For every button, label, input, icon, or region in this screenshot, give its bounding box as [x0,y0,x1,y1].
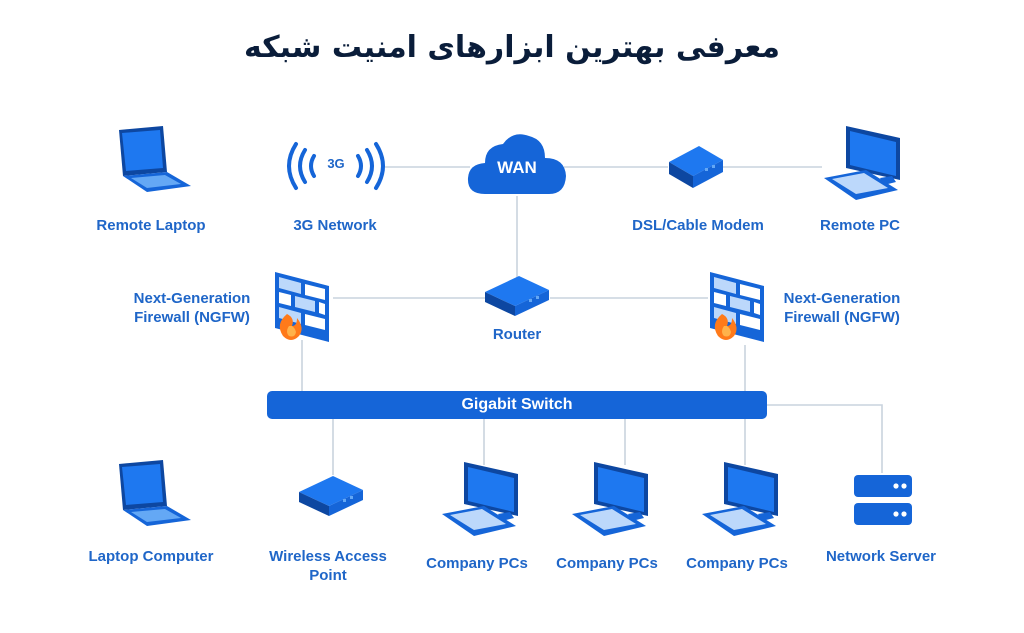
firewall-left-label-line1: Next-Generation [133,290,251,307]
company-pcs-2-label: Company PCs [556,555,658,572]
firewall-right-label: Next-Generation Firewall (NGFW) [784,289,901,327]
wireless-ap-label-line2: Point [309,567,347,584]
remote-pc-label: Remote PC [819,217,901,234]
laptop-icon [119,126,191,192]
firewall-left-label: Next-Generation Firewall (NGFW) [134,289,251,327]
3g-network-label: 3G Network [293,217,377,234]
gigabit-switch: Gigabit Switch [267,391,767,419]
laptop-icon [119,460,191,526]
firewall-right-label-line2: Firewall (NGFW) [784,309,900,326]
3g-badge: 3G [327,156,345,171]
switch-label: Gigabit Switch [461,396,573,413]
wan-label: WAN [497,158,537,177]
firewall-icon [710,272,764,342]
desktop-pc-icon [824,126,900,200]
desktop-pc-icon [702,462,778,536]
access-point-icon [299,476,363,516]
wireless-ap-label-line1: Wireless Access [269,548,387,565]
firewall-left-label-line2: Firewall (NGFW) [134,309,250,326]
cloud-icon [467,134,566,194]
router-icon [485,276,549,316]
router-label: Router [492,326,542,343]
desktop-pc-icon [572,462,648,536]
firewall-icon [275,272,329,342]
wireless-ap-label: Wireless Access Point [269,547,387,585]
modem-icon [669,146,723,188]
network-server-label: Network Server [825,548,937,565]
desktop-pc-icon [442,462,518,536]
remote-laptop-label: Remote Laptop [96,217,206,234]
company-pcs-3-label: Company PCs [686,555,788,572]
signal-icon [287,142,385,190]
laptop-computer-label: Laptop Computer [88,548,214,565]
link-switch-server [767,404,883,473]
server-icon [854,475,912,525]
dsl-modem-label: DSL/Cable Modem [632,217,764,234]
page-title: معرفی بهترین ابزارهای امنیت شبکه [243,30,780,65]
firewall-right-label-line1: Next-Generation [783,290,901,307]
company-pcs-1-label: Company PCs [426,555,528,572]
